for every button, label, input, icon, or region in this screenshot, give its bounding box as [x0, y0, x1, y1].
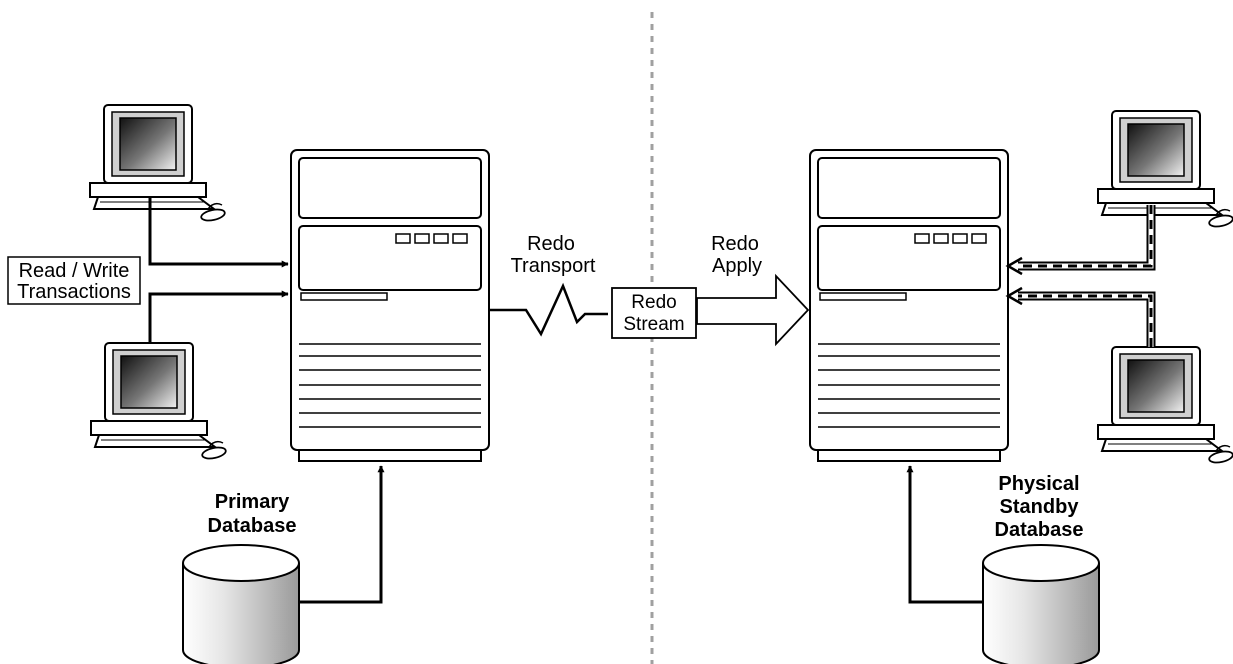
redo-transport-link: [490, 282, 608, 337]
read-write-label-line1: Read / Write: [19, 260, 130, 282]
client-connection-arrow-top: [148, 197, 289, 268]
primary-database-icon: [182, 544, 300, 664]
standby-database-icon: [982, 544, 1100, 664]
primary-client-workstation-bottom: [90, 342, 228, 462]
primary-client-workstation-top: [89, 104, 227, 224]
redo-stream-label-line2: Stream: [623, 314, 684, 335]
redo-apply-label-line2: Apply: [712, 255, 762, 277]
primary-database-label-line1: Primary: [215, 491, 290, 513]
standby-client-workstation-top: [1097, 110, 1233, 230]
redo-stream-label-line1: Redo: [631, 292, 676, 313]
standby-read-connection-top: [1005, 205, 1156, 276]
primary-database-server: [290, 149, 490, 462]
read-write-label-line2: Transactions: [17, 281, 131, 303]
standby-client-workstation-bottom: [1097, 346, 1233, 466]
client-connection-arrow-bottom: [148, 290, 289, 343]
standby-database-server: [809, 149, 1009, 462]
standby-database-label-line1: Physical: [998, 473, 1079, 495]
read-write-label-box: [7, 256, 141, 305]
redo-transport-label-line2: Transport: [511, 255, 596, 277]
primary-database-label-line2: Database: [208, 515, 297, 537]
primary-database-arrow: [300, 465, 385, 604]
redo-apply-label-line1: Redo: [711, 233, 759, 255]
standby-database-arrow: [906, 465, 983, 604]
standby-read-connection-bottom: [1005, 286, 1156, 347]
standby-database-label-line3: Database: [995, 519, 1084, 541]
redo-apply-arrow: [696, 273, 810, 347]
redo-transport-label-line1: Redo: [527, 233, 575, 255]
standby-database-label-line2: Standby: [1000, 496, 1080, 518]
redo-stream-box: [611, 287, 697, 339]
